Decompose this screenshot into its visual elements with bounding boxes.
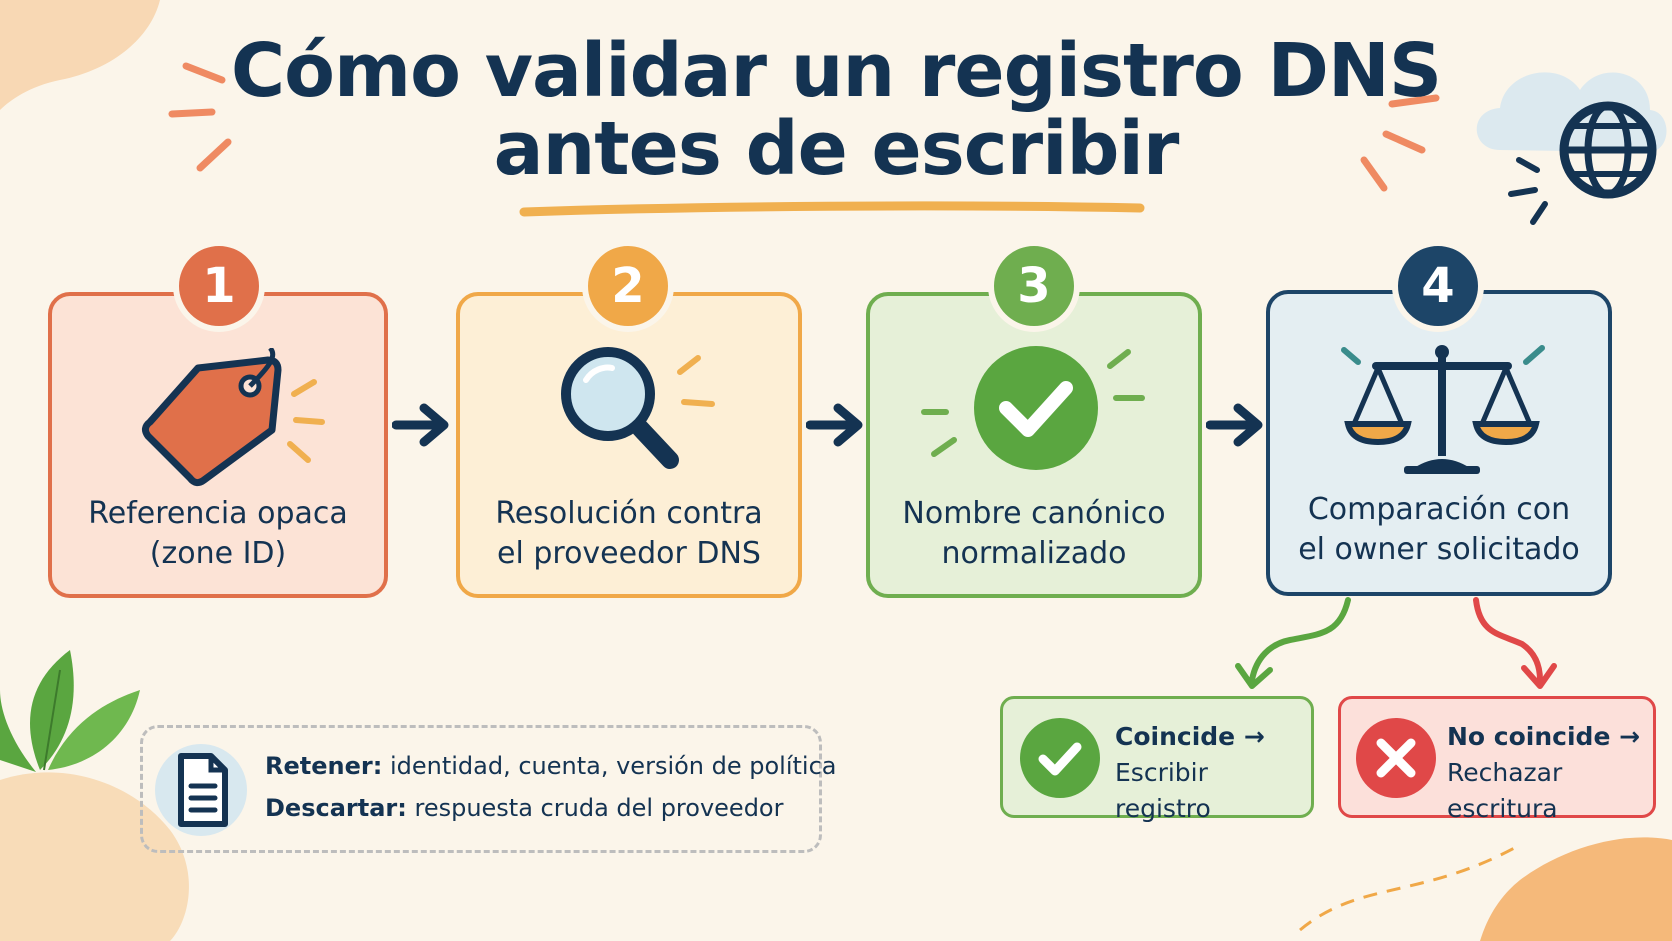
note-retain-text: identidad, cuenta, versión de política: [389, 752, 837, 780]
title-line-1: Cómo validar un registro DNS: [230, 28, 1442, 114]
document-icon: [155, 744, 247, 836]
retention-note: Retener: identidad, cuenta, versión de p…: [140, 725, 837, 853]
step-2-card: Resolución contra el proveedor DNS: [456, 292, 802, 598]
step-1-label: Referencia opaca (zone ID): [52, 494, 384, 574]
outcome-match-label: Coincide →: [1115, 722, 1265, 751]
outcome-mismatch-label: No coincide →: [1447, 722, 1641, 751]
step-1-label-line-1: Referencia opaca: [88, 496, 348, 531]
dashed-curve: [1299, 843, 1521, 932]
note-retain-line: Retener: identidad, cuenta, versión de p…: [265, 752, 837, 780]
magnifier-icon: [561, 347, 715, 469]
note-discard-line: Descartar: respuesta cruda del proveedor: [265, 794, 783, 822]
step-3-label-line-2: normalizado: [941, 536, 1127, 571]
title-sparks-right: [1360, 94, 1440, 192]
step-2-label: Resolución contra el proveedor DNS: [460, 494, 798, 574]
note-discard-label: Descartar:: [265, 794, 407, 822]
branch-arrows: [1235, 597, 1557, 689]
step-1-badge: 1: [173, 240, 265, 332]
outcome-mismatch-action: Rechazar escritura: [1447, 758, 1563, 823]
step-2-badge: 2: [582, 240, 674, 332]
title-sparks-left: [168, 62, 232, 172]
arrow-right-icon: [806, 403, 863, 447]
check-icon: [1020, 718, 1100, 798]
step-3-card: Nombre canónico normalizado: [866, 292, 1202, 598]
step-2-label-line-1: Resolución contra: [495, 496, 763, 531]
step-1-label-line-2: (zone ID): [149, 536, 287, 571]
match-branch-arrow: [1249, 597, 1351, 683]
outcome-match-card: Coincide → Escribir registro: [1000, 696, 1314, 823]
note-discard-text: respuesta cruda del proveedor: [414, 794, 784, 822]
corner-blob-bottom-right: [1480, 837, 1672, 941]
step-4-label-line-1: Comparación con: [1307, 492, 1571, 527]
step-4-badge: 4: [1392, 240, 1484, 332]
arrow-right-icon: [392, 403, 449, 447]
check-circle-icon: [921, 346, 1145, 470]
step-3-label: Nombre canónico normalizado: [870, 494, 1198, 574]
step-2-label-line-2: el proveedor DNS: [497, 536, 761, 571]
step-3-label-line-1: Nombre canónico: [902, 496, 1166, 531]
note-retain-label: Retener:: [265, 752, 383, 780]
mismatch-branch-arrow: [1473, 597, 1543, 683]
corner-blob-top-left: [0, 0, 160, 110]
arrow-right-icon: [1206, 403, 1263, 447]
step-4-label-line-2: el owner solicitado: [1298, 532, 1580, 567]
plant-decor: [0, 650, 140, 772]
title-line-2: antes de escribir: [493, 106, 1180, 192]
scales-icon: [1341, 345, 1545, 474]
step-3-badge: 3: [988, 240, 1080, 332]
step-1-card: Referencia opaca (zone ID): [48, 292, 388, 598]
outcome-mismatch-card: No coincide → Rechazar escritura: [1338, 696, 1656, 823]
globe-icon: [1508, 101, 1657, 225]
outcome-mismatch-text: No coincide → Rechazar escritura: [1447, 719, 1653, 827]
outcome-match-action: Escribir registro: [1115, 758, 1211, 823]
title-underline: [519, 201, 1145, 217]
outcome-match-text: Coincide → Escribir registro: [1115, 719, 1311, 827]
step-4-label: Comparación con el owner solicitado: [1270, 490, 1608, 570]
tag-icon: [141, 348, 325, 487]
x-icon: [1356, 718, 1436, 798]
step-4-card: Comparación con el owner solicitado: [1266, 290, 1612, 596]
cloud-shape: [1476, 72, 1667, 152]
